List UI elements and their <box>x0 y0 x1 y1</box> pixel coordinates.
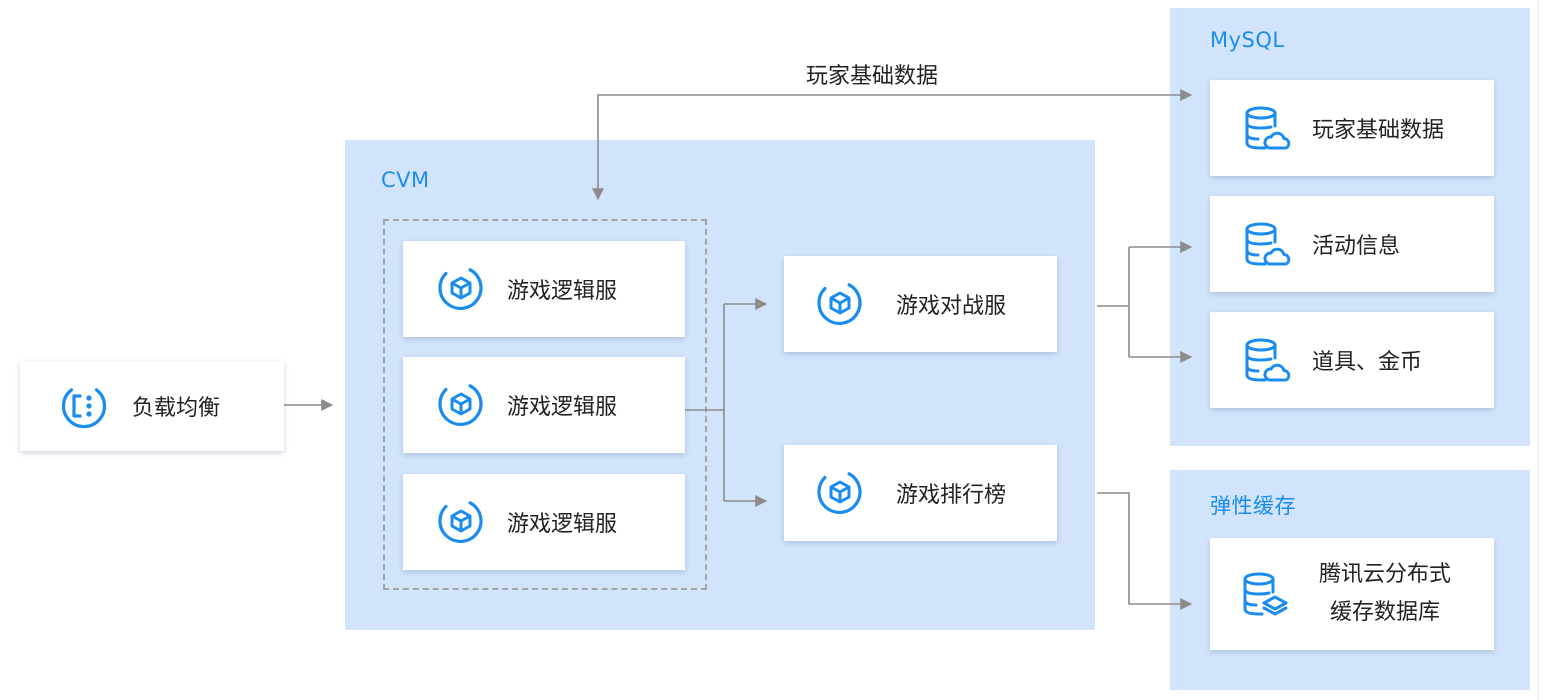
db-activity-label: 活动信息 <box>1312 234 1401 259</box>
load-balancer-label: 负载均衡 <box>132 396 221 421</box>
edge-label-player-data: 玩家基础数据 <box>806 64 939 89</box>
cache-region-title: 弹性缓存 <box>1210 494 1296 518</box>
cvm-region-title: CVM <box>381 168 430 192</box>
cube-server-icon <box>814 278 866 330</box>
db-player-data-node[interactable]: 玩家基础数据 <box>1210 80 1494 176</box>
db-activity-node[interactable]: 活动信息 <box>1210 196 1494 292</box>
redis-cache-label-line-2: 缓存数据库 <box>1329 600 1440 625</box>
redis-cache-label-line-1: 腾讯云分布式 <box>1318 562 1451 587</box>
cloud-database-icon <box>1240 334 1292 386</box>
logic-server-label-2: 游戏逻辑服 <box>507 395 618 420</box>
db-items-coins-node[interactable]: 道具、金币 <box>1210 312 1494 408</box>
load-balancer-node[interactable]: 负载均衡 <box>20 361 284 451</box>
db-player-data-label: 玩家基础数据 <box>1312 118 1445 143</box>
logic-server-node-2[interactable]: 游戏逻辑服 <box>403 357 685 453</box>
edge-battle-branch <box>1097 247 1130 357</box>
load-balancer-icon <box>58 380 110 432</box>
logic-server-node-1[interactable]: 游戏逻辑服 <box>403 241 685 337</box>
db-items-coins-label: 道具、金币 <box>1312 350 1423 375</box>
leaderboard-node[interactable]: 游戏排行榜 <box>784 445 1057 541</box>
logic-server-node-3[interactable]: 游戏逻辑服 <box>403 474 685 570</box>
page-edge <box>1537 0 1539 700</box>
mysql-region-title: MySQL <box>1210 28 1285 52</box>
redis-cache-label: 腾讯云分布式 缓存数据库 <box>1300 556 1470 632</box>
cube-server-icon <box>814 467 866 519</box>
cloud-database-icon <box>1240 102 1292 154</box>
cube-server-icon <box>435 496 487 548</box>
cube-server-icon <box>435 379 487 431</box>
battle-server-node[interactable]: 游戏对战服 <box>784 256 1057 352</box>
battle-server-label: 游戏对战服 <box>896 294 1007 319</box>
leaderboard-label: 游戏排行榜 <box>896 483 1007 508</box>
logic-server-label-3: 游戏逻辑服 <box>507 512 618 537</box>
cloud-database-icon <box>1240 218 1292 270</box>
cache-database-icon <box>1238 568 1290 620</box>
cube-server-icon <box>435 263 487 315</box>
logic-server-label-1: 游戏逻辑服 <box>507 279 618 304</box>
redis-cache-node[interactable]: 腾讯云分布式 缓存数据库 <box>1210 538 1494 650</box>
